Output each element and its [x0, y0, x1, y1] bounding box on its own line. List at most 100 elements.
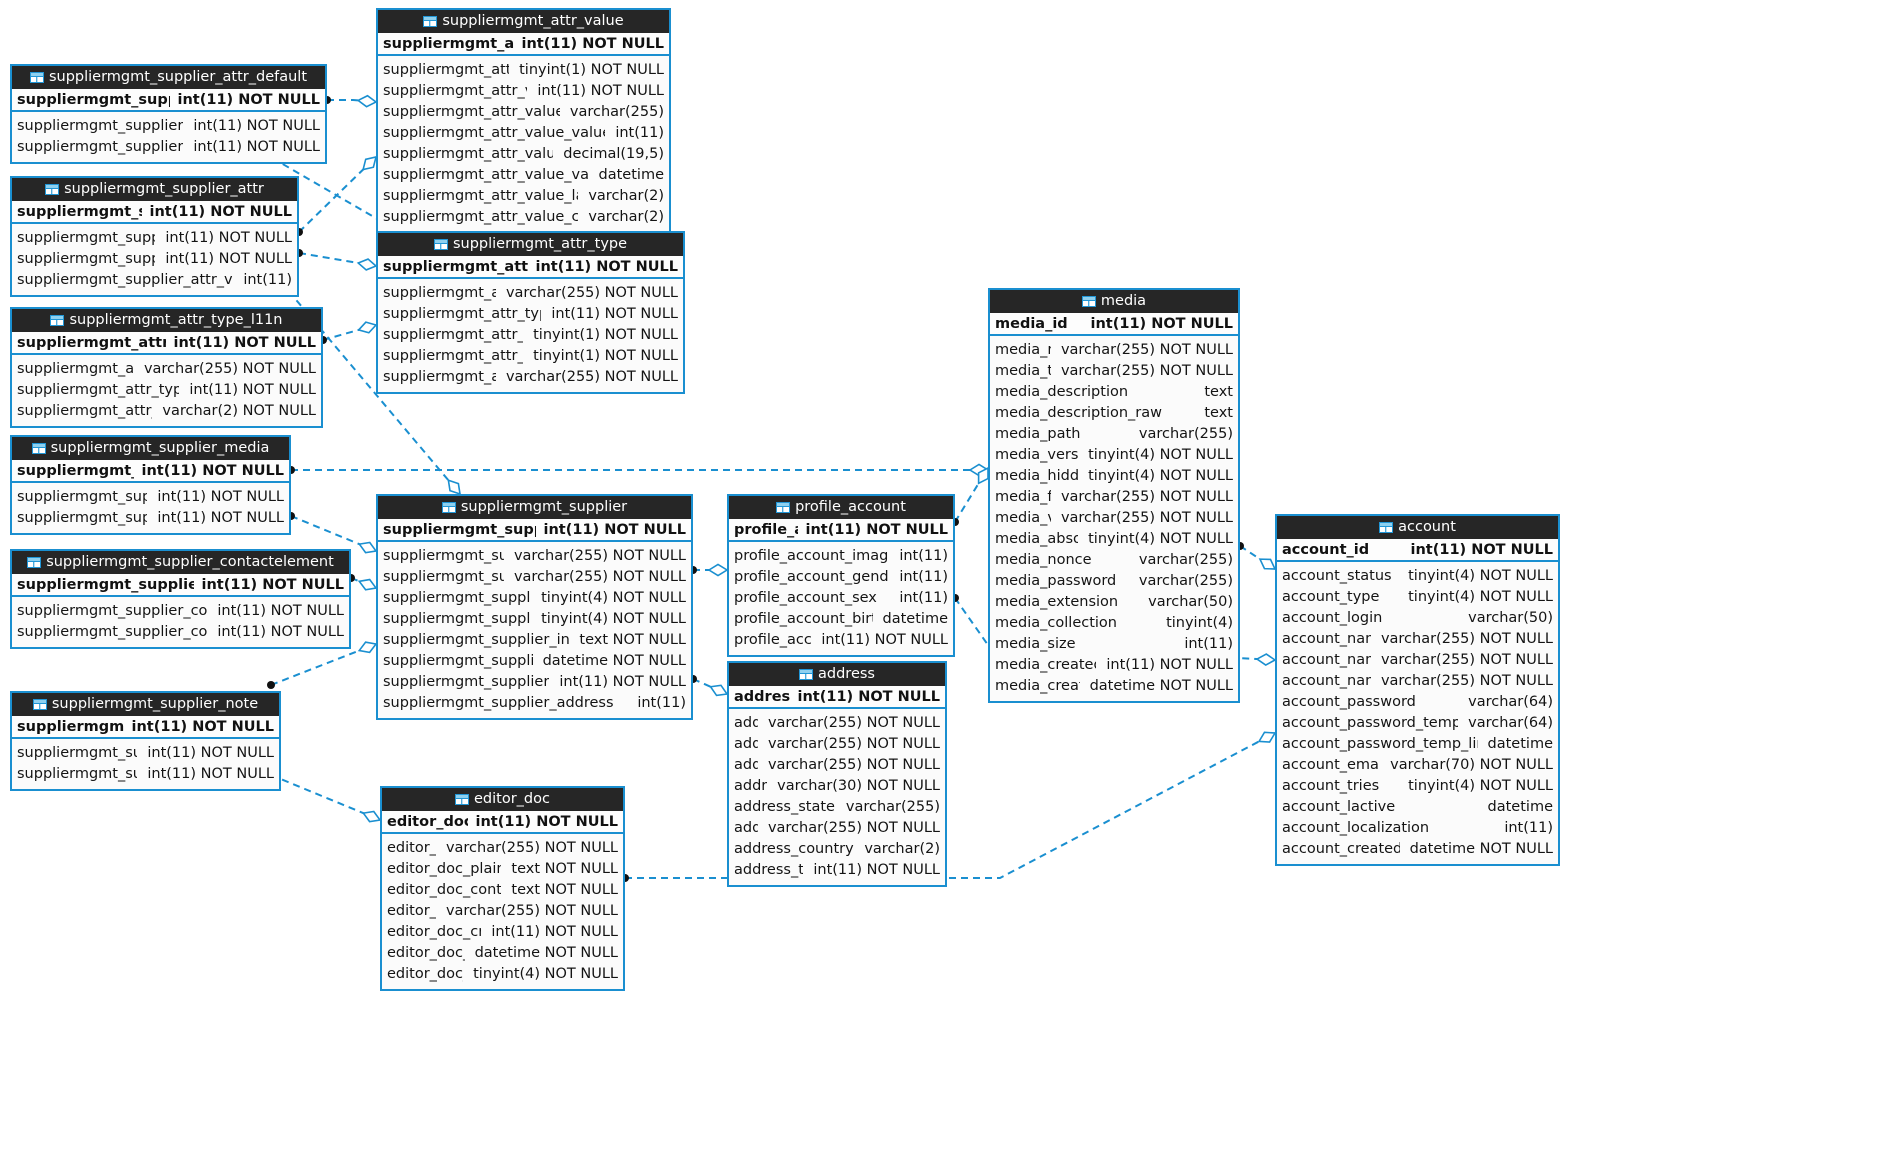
field-row[interactable]: editor_doc_contenttext NOT NULL [382, 880, 623, 901]
field-row[interactable]: media_virtualvarchar(255) NOT NULL [990, 508, 1238, 529]
field-row[interactable]: address_postalvarchar(30) NOT NULL [729, 776, 945, 797]
field-row[interactable]: suppliermgmt_supplier_profileint(11) NOT… [378, 672, 691, 693]
field-row[interactable]: media_created_byint(11) NOT NULL [990, 655, 1238, 676]
field-row[interactable]: suppliermgmt_attr_type_namevarchar(255) … [378, 283, 683, 304]
field-row[interactable]: editor_doc_visibletinyint(4) NOT NULL [382, 964, 623, 985]
entity-suppliermgmt_supplier_note[interactable]: suppliermgmt_supplier_notesuppliermgmt_s… [10, 691, 281, 791]
entity-header-suppliermgmt_supplier_attr[interactable]: suppliermgmt_supplier_attr [12, 178, 297, 201]
field-row[interactable]: address_addressvarchar(255) NOT NULL [729, 755, 945, 776]
field-row[interactable]: suppliermgmt_supplier_media_srcint(11) N… [12, 508, 289, 529]
field-row[interactable]: suppliermgmt_attr_value_langvarchar(2) [378, 186, 669, 207]
field-row[interactable]: profile_account_accountint(11) NOT NULL [729, 630, 953, 651]
entity-header-suppliermgmt_attr_value[interactable]: suppliermgmt_attr_value [378, 10, 669, 33]
field-row[interactable]: suppliermgmt_attr_value_valueDecdecimal(… [378, 144, 669, 165]
entity-suppliermgmt_attr_value[interactable]: suppliermgmt_attr_valuesuppliermgmt_attr… [376, 8, 671, 234]
field-row[interactable]: media_absolutetinyint(4) NOT NULL [990, 529, 1238, 550]
field-row[interactable]: editor_doc_created_byint(11) NOT NULL [382, 922, 623, 943]
field-row[interactable]: suppliermgmt_supplier_attr_supplierint(1… [12, 228, 297, 249]
field-row[interactable]: suppliermgmt_supplier_media_dstint(11) N… [12, 487, 289, 508]
field-row[interactable]: suppliermgmt_attr_value_countryvarchar(2… [378, 207, 669, 228]
entity-header-suppliermgmt_supplier_attr_default[interactable]: suppliermgmt_supplier_attr_default [12, 66, 325, 89]
entity-header-profile_account[interactable]: profile_account [729, 496, 953, 519]
field-row[interactable]: media_hiddentinyint(4) NOT NULL [990, 466, 1238, 487]
field-row[interactable]: suppliermgmt_supplier_no_reversevarchar(… [378, 567, 691, 588]
field-row[interactable]: media_typevarchar(255) NOT NULL [990, 361, 1238, 382]
field-row[interactable]: editor_doc_titlevarchar(255) NOT NULL [382, 838, 623, 859]
field-row[interactable]: suppliermgmt_attr_type_fieldsint(11) NOT… [378, 304, 683, 325]
field-row[interactable]: account_password_temp_limitdatetime [1277, 734, 1558, 755]
entity-header-account[interactable]: account [1277, 516, 1558, 539]
field-row[interactable]: media_filevarchar(255) NOT NULL [990, 487, 1238, 508]
entity-header-suppliermgmt_attr_type[interactable]: suppliermgmt_attr_type [378, 233, 683, 256]
field-row[interactable]: suppliermgmt_supplier_note_srcint(11) NO… [12, 764, 279, 785]
field-row[interactable]: suppliermgmt_attr_type_patternvarchar(25… [378, 367, 683, 388]
field-row[interactable]: editor_doc_created_atdatetime NOT NULL [382, 943, 623, 964]
entity-header-suppliermgmt_supplier[interactable]: suppliermgmt_supplier [378, 496, 691, 519]
field-row[interactable]: media_created_atdatetime NOT NULL [990, 676, 1238, 697]
field-row[interactable]: suppliermgmt_attr_value_valueDatdatetime [378, 165, 669, 186]
entity-suppliermgmt_attr_type_l11n[interactable]: suppliermgmt_attr_type_l11n suppliermgmt_… [10, 307, 323, 428]
field-row[interactable]: profile_account_birthdaydatetime [729, 609, 953, 630]
field-row[interactable]: account_name1varchar(255) NOT NULL [1277, 629, 1558, 650]
field-row[interactable]: suppliermgmt_supplier_contactelement_src… [12, 622, 349, 643]
field-row[interactable]: suppliermgmt_supplier_attr_default_typei… [12, 116, 325, 137]
entity-header-address[interactable]: address [729, 663, 945, 686]
entity-header-suppliermgmt_attr_type_l11n[interactable]: suppliermgmt_attr_type_l11n [12, 309, 321, 332]
entity-header-media[interactable]: media [990, 290, 1238, 313]
field-row[interactable]: media_versionedtinyint(4) NOT NULL [990, 445, 1238, 466]
field-row[interactable]: suppliermgmt_supplier_created_atdatetime… [378, 651, 691, 672]
field-row[interactable]: suppliermgmt_attr_type_customtinyint(1) … [378, 325, 683, 346]
field-row[interactable]: suppliermgmt_supplier_attr_typeint(11) N… [12, 249, 297, 270]
entity-header-editor_doc[interactable]: editor_doc [382, 788, 623, 811]
entity-header-suppliermgmt_supplier_media[interactable]: suppliermgmt_supplier_media [12, 437, 289, 460]
field-row[interactable]: suppliermgmt_supplier_attr_default_value… [12, 137, 325, 158]
field-row[interactable]: suppliermgmt_attr_type_l11n_langvarchar(… [12, 401, 321, 422]
field-row[interactable]: address_additionvarchar(255) NOT NULL [729, 734, 945, 755]
field-row[interactable]: suppliermgmt_attr_value_defaulttinyint(1… [378, 60, 669, 81]
primary-key-row[interactable]: suppliermgmt_supplier_contactelement_idi… [12, 574, 349, 597]
field-row[interactable]: account_name2varchar(255) NOT NULL [1277, 650, 1558, 671]
field-row[interactable]: account_name3varchar(255) NOT NULL [1277, 671, 1558, 692]
field-row[interactable]: suppliermgmt_attr_value_typeint(11) NOT … [378, 81, 669, 102]
entity-suppliermgmt_supplier_media[interactable]: suppliermgmt_supplier_mediasuppliermgmt_… [10, 435, 291, 535]
field-row[interactable]: address_namevarchar(255) NOT NULL [729, 713, 945, 734]
field-row[interactable]: media_namevarchar(255) NOT NULL [990, 340, 1238, 361]
field-row[interactable]: suppliermgmt_attr_type_l11n_typeint(11) … [12, 380, 321, 401]
field-row[interactable]: suppliermgmt_attr_type_l11n_titlevarchar… [12, 359, 321, 380]
field-row[interactable]: suppliermgmt_supplier_attr_valueint(11) [12, 270, 297, 291]
